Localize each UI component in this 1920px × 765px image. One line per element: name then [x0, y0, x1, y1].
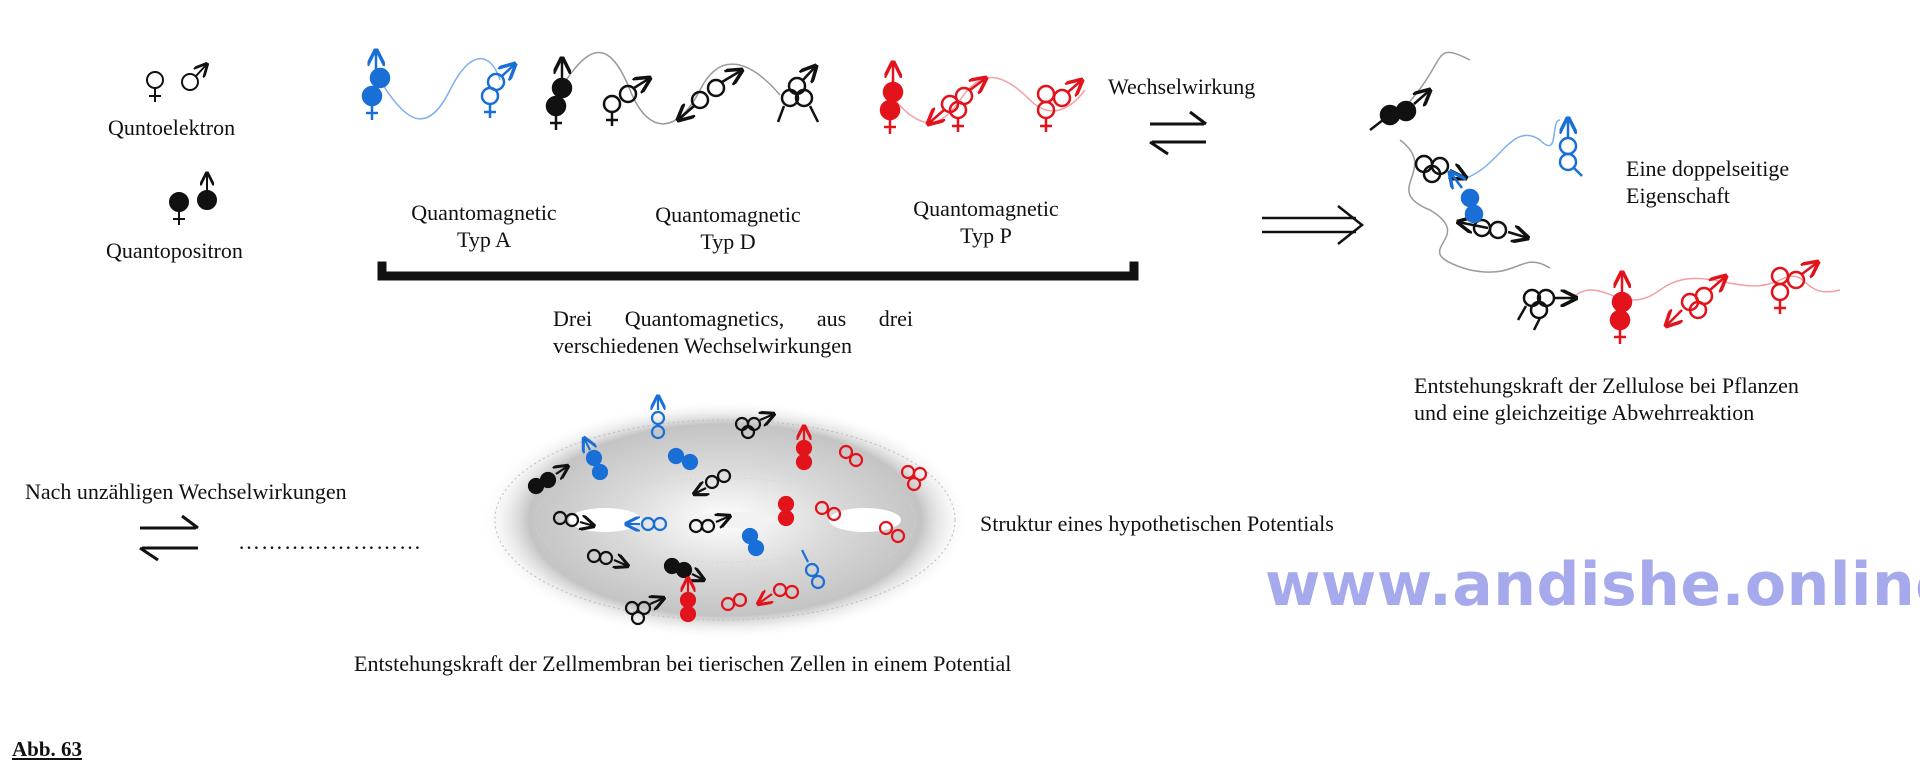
typ-p-wave — [879, 62, 1085, 134]
bracket-caption-line-1: Drei Quantomagnetics, aus drei — [553, 306, 913, 331]
positron-label: Quantopositron — [106, 238, 243, 263]
types-bracket — [377, 261, 1139, 281]
double-property-line-2: Eigenschaft — [1626, 183, 1730, 208]
cellulose-caption-line-2: und eine gleichzeitige Abwehrreaktion — [1414, 400, 1755, 425]
type-d-label: Quantomagnetic Typ D — [655, 202, 801, 254]
positron-symbol-icon — [169, 173, 217, 225]
double-property-line-1: Eine doppelseitige — [1626, 156, 1790, 181]
bracket-caption-line-2: verschiedenen Wechselwirkungen — [553, 333, 852, 358]
type-p-label: Quantomagnetic Typ P — [913, 196, 1059, 248]
membrane-caption: Entstehungskraft der Zellmembran bei tie… — [354, 651, 1012, 676]
interaction-label: Wechselwirkung — [1108, 74, 1256, 99]
implies-arrow-icon — [1262, 205, 1365, 245]
equilibrium-arrows-icon — [1149, 110, 1207, 156]
typ-d-wave — [545, 51, 818, 130]
cellulose-caption: Entstehungskraft der Zellulose bei Pflan… — [1414, 372, 1799, 426]
double-sided-chain — [1369, 51, 1841, 344]
countless-interactions-label: Nach unzähligen Wechselwirkungen — [25, 479, 347, 504]
cellulose-caption-line-1: Entstehungskraft der Zellulose bei Pflan… — [1414, 373, 1799, 398]
electron-label: Quntoelektron — [108, 115, 236, 140]
potential-structure-label: Struktur eines hypothetischen Potentials — [980, 511, 1334, 536]
typ-a-wave — [361, 50, 515, 120]
bracket-caption: Drei Quantomagnetics, aus drei verschied… — [553, 305, 913, 359]
continuation-dots: …………………… — [238, 529, 422, 554]
potential-particles — [527, 396, 928, 626]
figure-label: Abb. 63 — [12, 737, 83, 761]
electron-symbol-icon — [146, 64, 207, 102]
type-a-label: Quantomagnetic Typ A — [411, 200, 557, 252]
countless-interactions-arrows-icon — [139, 514, 199, 562]
double-property-label: Eine doppelseitige Eigenschaft — [1626, 155, 1789, 209]
watermark: www.andishe.online — [1265, 550, 1920, 620]
